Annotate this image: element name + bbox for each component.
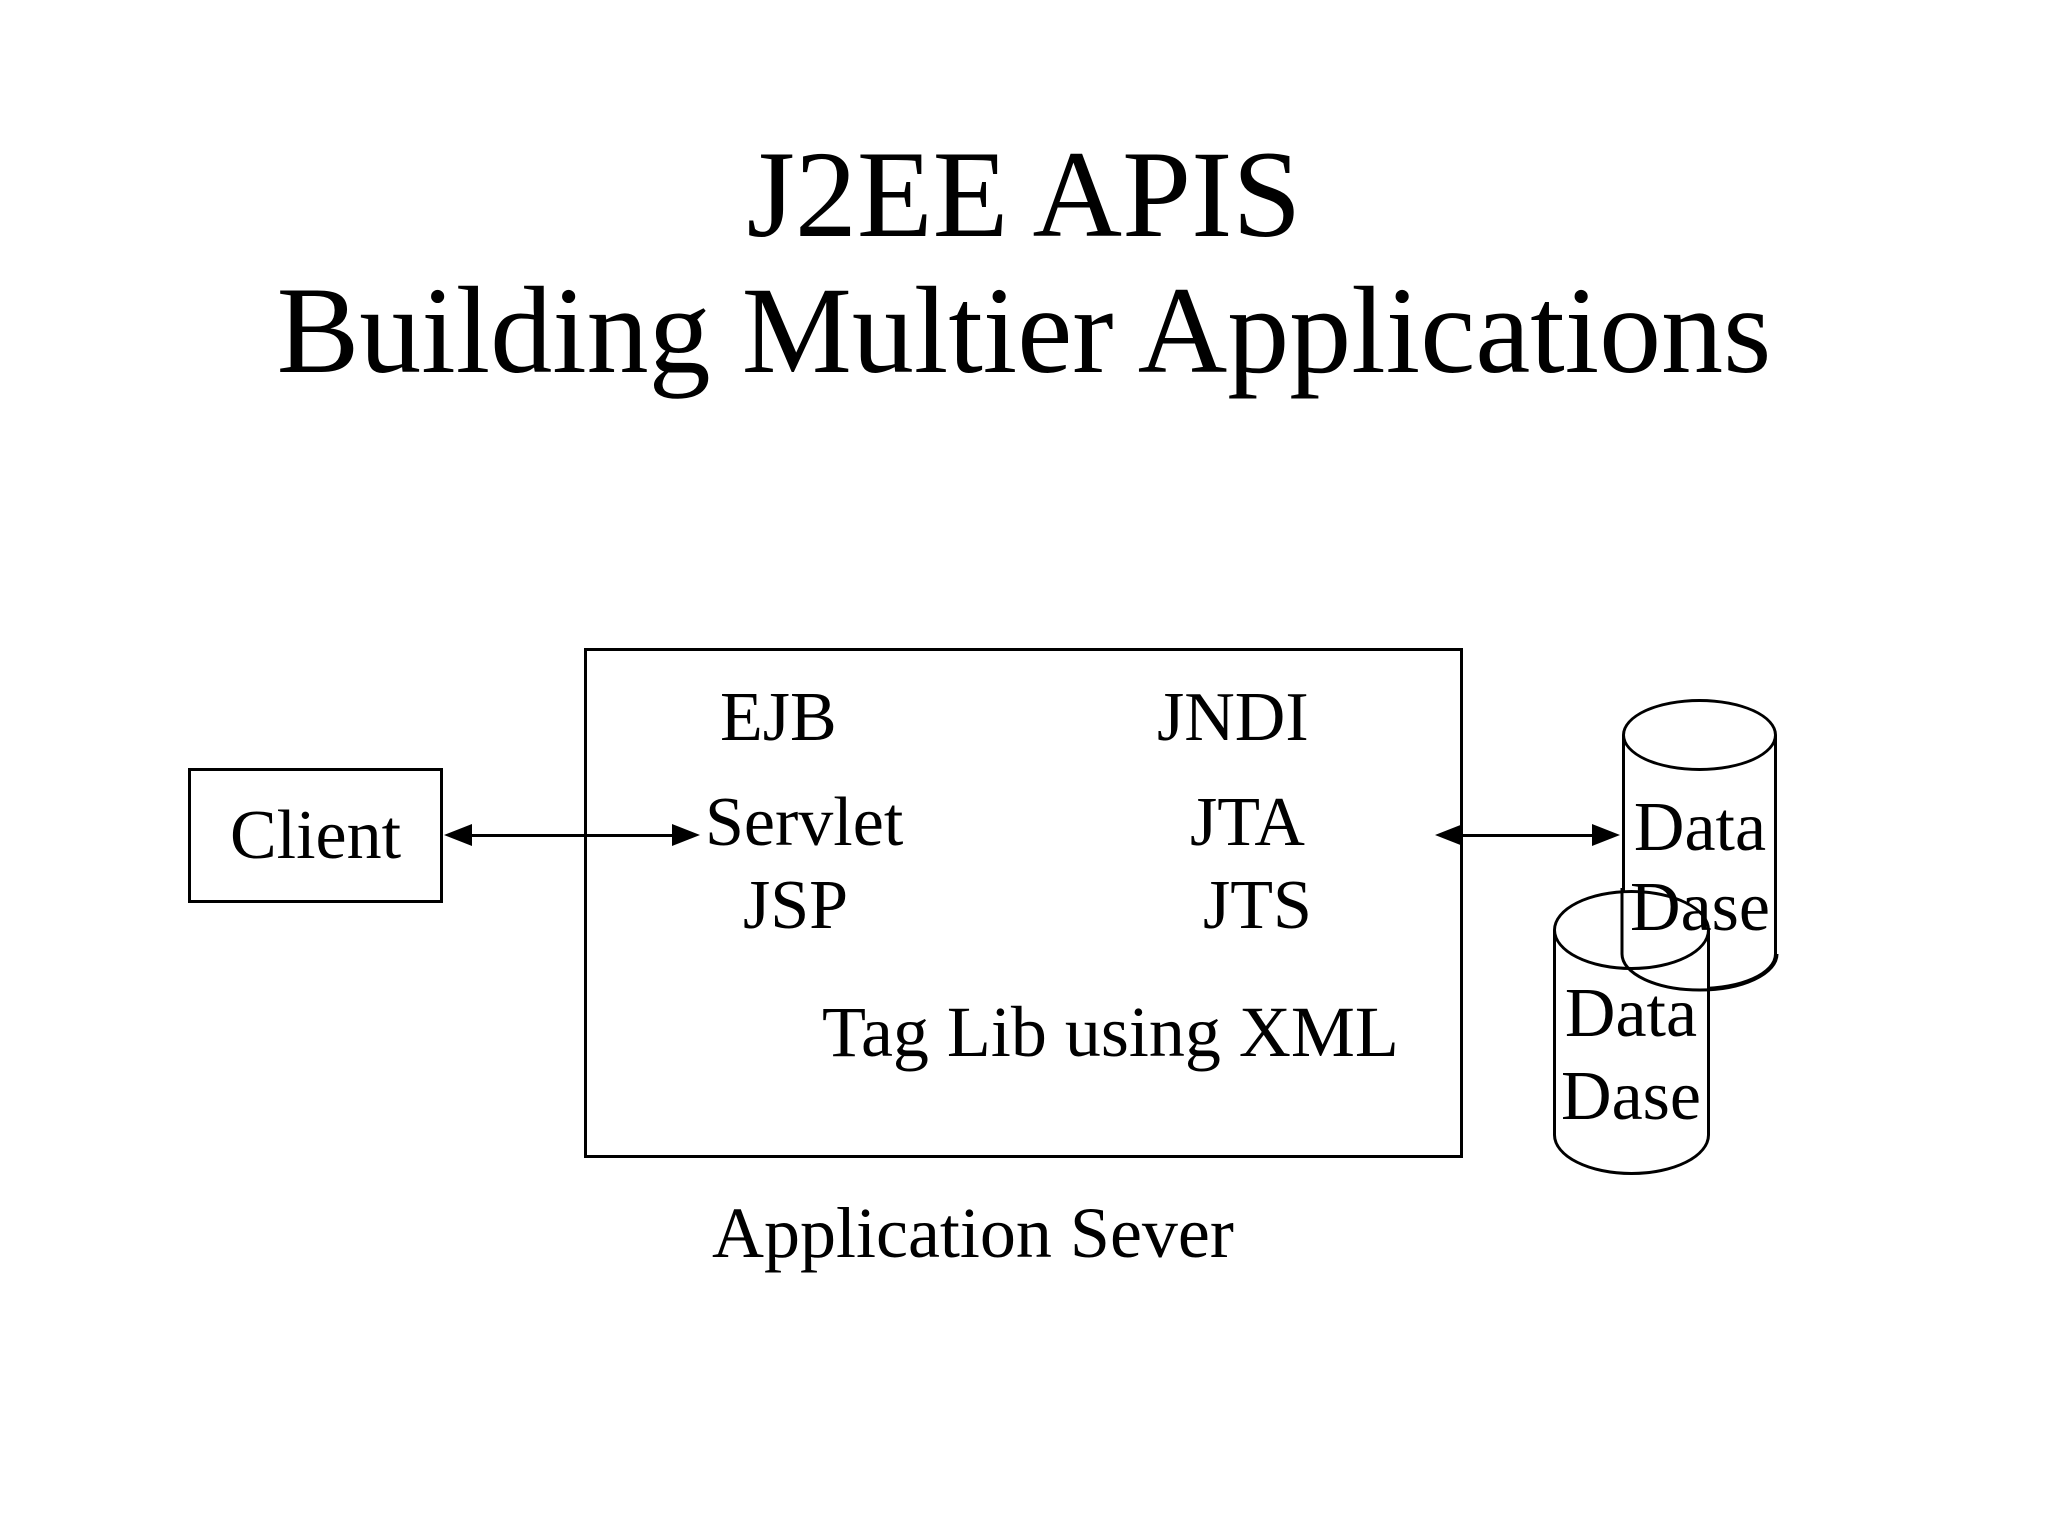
database-front-label: Data Dase <box>1561 972 1701 1138</box>
database-back-label-line-2: Dase <box>1630 869 1770 946</box>
cylinder-top-ellipse <box>1622 699 1777 771</box>
arrowhead-right-icon <box>1592 824 1620 846</box>
back-cylinder-outline-overlay <box>1620 888 1779 992</box>
arrowhead-left-icon <box>444 824 472 846</box>
client-label: Client <box>229 796 402 874</box>
api-label-jta: JTA <box>1190 784 1305 861</box>
slide-title: J2EE APIS Building Multier Applications <box>0 127 2048 399</box>
database-front-label-line-2: Dase <box>1561 1058 1701 1135</box>
cylinder-top-ellipse <box>1553 890 1710 970</box>
client-server-arrow-line <box>468 834 676 837</box>
api-label-jts: JTS <box>1203 867 1312 944</box>
arrowhead-right-icon <box>672 824 700 846</box>
arrowhead-left-icon <box>1435 824 1463 846</box>
title-line-2: Building Multier Applications <box>276 262 1772 399</box>
application-server-caption: Application Sever <box>712 1193 1234 1273</box>
application-server-box <box>584 648 1463 1158</box>
client-box: Client <box>188 768 443 903</box>
api-label-jsp: JSP <box>743 867 849 944</box>
database-back-label-line-1: Data <box>1633 789 1767 866</box>
database-back-label: Data Dase <box>1630 788 1770 948</box>
api-label-jndi: JNDI <box>1157 679 1309 756</box>
server-database-arrow-line <box>1459 834 1596 837</box>
title-line-1: J2EE APIS <box>746 126 1302 263</box>
taglib-label: Tag Lib using XML <box>822 992 1399 1072</box>
api-label-ejb: EJB <box>720 679 837 756</box>
api-label-servlet: Servlet <box>705 784 904 861</box>
